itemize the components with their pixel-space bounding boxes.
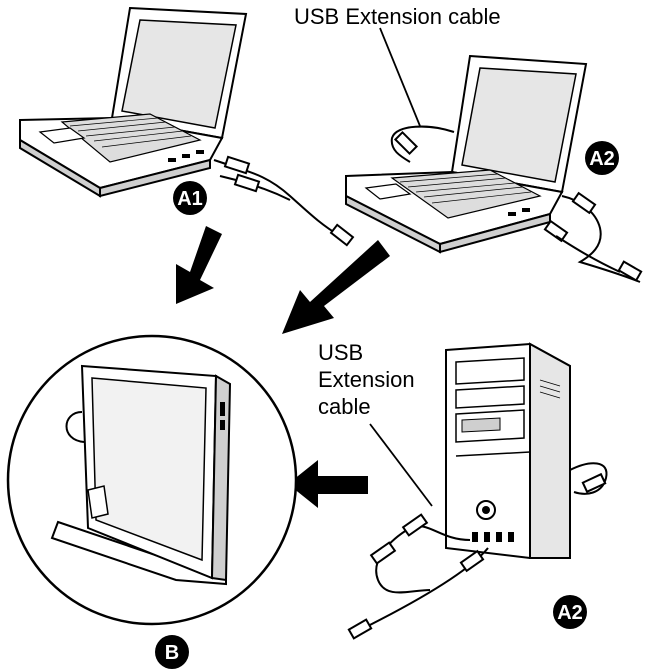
usb-cable-a2-bottom — [347, 462, 608, 640]
top-cable-pointer — [379, 27, 421, 127]
arrow-desktop-to-b — [288, 460, 368, 508]
usb-cable-a2-top — [390, 125, 643, 283]
device-b — [50, 364, 232, 586]
laptop-a2-top — [345, 54, 588, 254]
svg-text:A2: A2 — [589, 148, 615, 170]
svg-text:B: B — [165, 642, 179, 664]
side-cable-label-line2: Extension — [318, 367, 415, 392]
svg-text:A1: A1 — [177, 188, 203, 210]
usb-cable-a1 — [213, 155, 355, 247]
side-cable-pointer — [369, 423, 433, 507]
badge-a2-bottom: A2 — [553, 595, 587, 629]
top-cable-label: USB Extension cable — [294, 4, 501, 29]
arrow-a2-to-b — [282, 240, 390, 334]
laptop-a1 — [19, 6, 248, 198]
badge-a2-top: A2 — [585, 141, 619, 175]
badge-b: B — [155, 635, 189, 669]
side-cable-label-line1: USB — [318, 340, 363, 365]
desktop-tower — [445, 342, 571, 559]
svg-text:A2: A2 — [557, 602, 583, 624]
arrow-a1-to-b — [176, 226, 222, 304]
badge-a1: A1 — [173, 181, 207, 215]
side-cable-label-line3: cable — [318, 394, 371, 419]
